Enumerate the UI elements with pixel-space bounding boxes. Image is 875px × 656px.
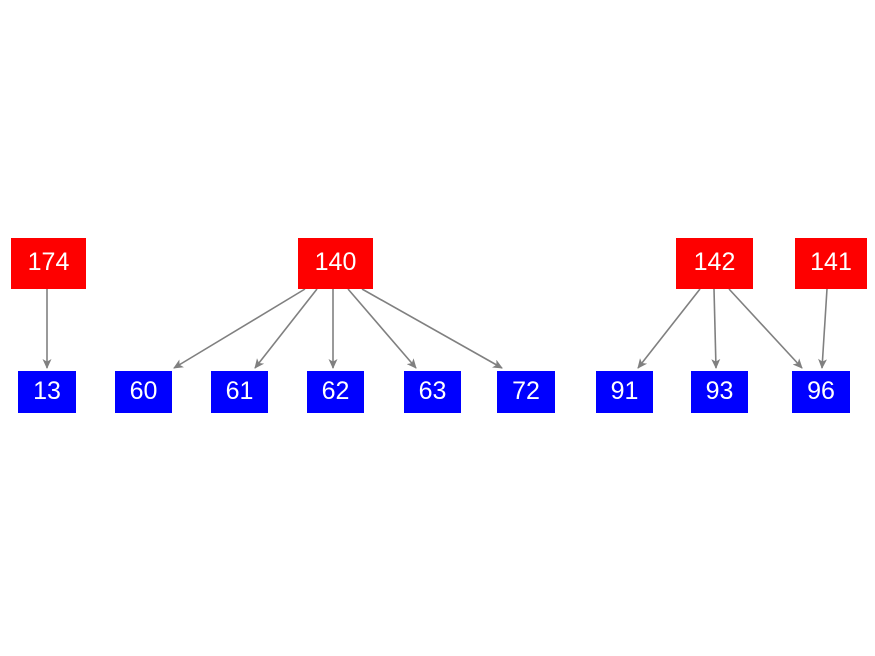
node-13[interactable]: 13 bbox=[18, 371, 76, 413]
edge-142-to-96 bbox=[728, 288, 803, 369]
node-174[interactable]: 174 bbox=[11, 238, 86, 289]
node-label: 72 bbox=[512, 376, 540, 405]
node-142[interactable]: 142 bbox=[676, 238, 753, 289]
node-72[interactable]: 72 bbox=[497, 371, 555, 413]
edge-142-to-93 bbox=[711, 288, 721, 369]
edge-142-to-91 bbox=[637, 288, 701, 369]
node-label: 91 bbox=[610, 376, 639, 405]
node-label: 63 bbox=[418, 376, 447, 405]
edge-140-to-63 bbox=[347, 288, 417, 369]
node-140[interactable]: 140 bbox=[298, 238, 373, 289]
node-96[interactable]: 96 bbox=[792, 371, 850, 413]
node-label: 93 bbox=[705, 376, 734, 405]
node-label: 174 bbox=[27, 248, 70, 276]
node-61[interactable]: 61 bbox=[211, 371, 268, 413]
node-label: 61 bbox=[225, 376, 254, 405]
node-label: 60 bbox=[129, 376, 158, 405]
node-93[interactable]: 93 bbox=[691, 371, 748, 413]
node-60[interactable]: 60 bbox=[115, 371, 172, 413]
node-label: 140 bbox=[314, 248, 357, 276]
node-62[interactable]: 62 bbox=[307, 371, 364, 413]
node-label: 62 bbox=[321, 376, 350, 405]
edge-140-to-61 bbox=[254, 288, 318, 369]
edge-141-to-96 bbox=[818, 288, 828, 369]
edge-140-to-72 bbox=[361, 288, 503, 369]
node-label: 13 bbox=[33, 376, 61, 405]
node-label: 96 bbox=[807, 376, 835, 405]
node-label: 141 bbox=[810, 248, 852, 276]
node-label: 142 bbox=[693, 248, 736, 276]
node-141[interactable]: 141 bbox=[795, 238, 867, 289]
edges-group bbox=[42, 288, 828, 369]
edge-140-to-60 bbox=[173, 288, 306, 369]
node-91[interactable]: 91 bbox=[596, 371, 653, 413]
node-63[interactable]: 63 bbox=[404, 371, 461, 413]
